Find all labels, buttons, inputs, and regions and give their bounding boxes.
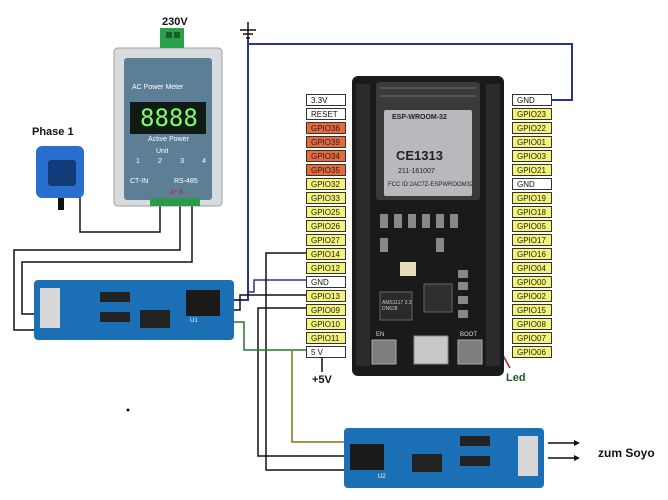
pin-left-gpio39: GPIO39 xyxy=(306,136,346,148)
pin-left-gpio25: GPIO25 xyxy=(306,206,346,218)
gpio13-wire xyxy=(232,294,306,311)
boot-button xyxy=(457,339,483,365)
pin-left-gpio35: GPIO35 xyxy=(306,164,346,176)
pin-left-gpio33: GPIO33 xyxy=(306,192,346,204)
meter-unit: Unit xyxy=(156,148,169,155)
pin-left-reset: RESET xyxy=(306,108,346,120)
soyo-label: zum Soyo xyxy=(598,446,655,460)
pin-left-gnd: GND xyxy=(306,276,346,288)
esp-module-name: ESP-WROOM-32 xyxy=(392,114,447,121)
pin-right-gpio23: GPIO23 xyxy=(512,108,552,120)
pin-right-gpio18: GPIO18 xyxy=(512,206,552,218)
esp-en: EN xyxy=(376,332,385,338)
pin-right-gnd: GND xyxy=(512,178,552,190)
ct-wire-1 xyxy=(79,170,161,233)
meter-display: 8888 xyxy=(140,104,198,132)
rs485-module-left xyxy=(34,280,234,340)
olive-wire xyxy=(291,350,346,443)
pin-header-right xyxy=(486,84,500,366)
gnd-wire-right xyxy=(248,279,306,293)
phase-label: Phase 1 xyxy=(32,126,74,138)
meter-active-power: Active Power xyxy=(148,136,189,143)
pin-right-gpio19: GPIO19 xyxy=(512,192,552,204)
esp-ce: CE1313 xyxy=(396,148,443,163)
pin-right-gpio03: GPIO03 xyxy=(512,150,552,162)
esp-fcc: FCC ID:2AC7Z-ESPWROOM32 xyxy=(388,182,474,188)
pin-right-gpio16: GPIO16 xyxy=(512,248,552,260)
pin-left-gpio12: GPIO12 xyxy=(306,262,346,274)
meter-ct-in: CT-IN xyxy=(130,178,149,185)
meter-ab: A+ B- xyxy=(170,190,186,196)
pin-right-gpio15: GPIO15 xyxy=(512,304,552,316)
pin-right-gpio06: GPIO06 xyxy=(512,346,552,358)
usb-port xyxy=(413,335,449,365)
meter-a-wire xyxy=(13,206,181,331)
meter-b-wire xyxy=(21,206,193,315)
plus5v-label: +5V xyxy=(312,374,332,386)
pin-right-gpio21: GPIO21 xyxy=(512,164,552,176)
module-right-chip-label: U2 xyxy=(378,474,386,480)
pin-left-gpio32: GPIO32 xyxy=(306,178,346,190)
pin-right-gpio07: GPIO07 xyxy=(512,332,552,344)
usb-chip xyxy=(423,283,453,313)
pin-right-gpio17: GPIO17 xyxy=(512,234,552,246)
pin-left-gpio13: GPIO13 xyxy=(306,290,346,302)
en-button xyxy=(371,339,397,365)
pin-left-gpio09: GPIO09 xyxy=(306,304,346,316)
meter-title: AC Power Meter xyxy=(132,84,184,91)
rs485-module-right xyxy=(344,428,544,488)
module-left-chip-label: U1 xyxy=(190,318,198,324)
green-wire xyxy=(232,321,306,351)
pin-left-gpio10: GPIO10 xyxy=(306,318,346,330)
esp-boot: BOOT xyxy=(460,332,478,338)
gpio-wire-2 xyxy=(257,307,346,457)
meter-rs485: RS-485 xyxy=(174,178,198,185)
pin-left-gpio36: GPIO36 xyxy=(306,122,346,134)
pin-right-gpio05: GPIO05 xyxy=(512,220,552,232)
pin-right-gpio00: GPIO00 xyxy=(512,276,552,288)
led-label: Led xyxy=(506,372,526,384)
esp-code: 211-161007 xyxy=(398,168,435,175)
pin-header-left xyxy=(356,84,370,366)
pin-left-gpio27: GPIO27 xyxy=(306,234,346,246)
ground-symbol xyxy=(240,22,256,40)
pin-right-gpio02: GPIO02 xyxy=(512,290,552,302)
pin-right-gpio04: GPIO04 xyxy=(512,262,552,274)
pin-right-gnd: GND xyxy=(512,94,552,106)
voltage-label: 230V xyxy=(162,16,188,28)
gpio14-wire xyxy=(265,252,346,471)
pin-left-gpio14: GPIO14 xyxy=(306,248,346,260)
pin-right-gpio08: GPIO08 xyxy=(512,318,552,330)
pin-left-gpio26: GPIO26 xyxy=(306,220,346,232)
esp-regulator: AMS1117 3.3 DN628 xyxy=(382,300,412,312)
pin-left-gpio11: GPIO11 xyxy=(306,332,346,344)
pin-left-33v: 3.3V xyxy=(306,94,346,106)
regulator-chip xyxy=(379,291,413,321)
gnd-wire-down xyxy=(232,44,249,301)
pin-left-5v: 5 V xyxy=(306,346,346,358)
pin-left-gpio34: GPIO34 xyxy=(306,150,346,162)
gnd-wire xyxy=(247,40,573,101)
pin-right-gpio22: GPIO22 xyxy=(512,122,552,134)
pin-right-gpio01: GPIO01 xyxy=(512,136,552,148)
